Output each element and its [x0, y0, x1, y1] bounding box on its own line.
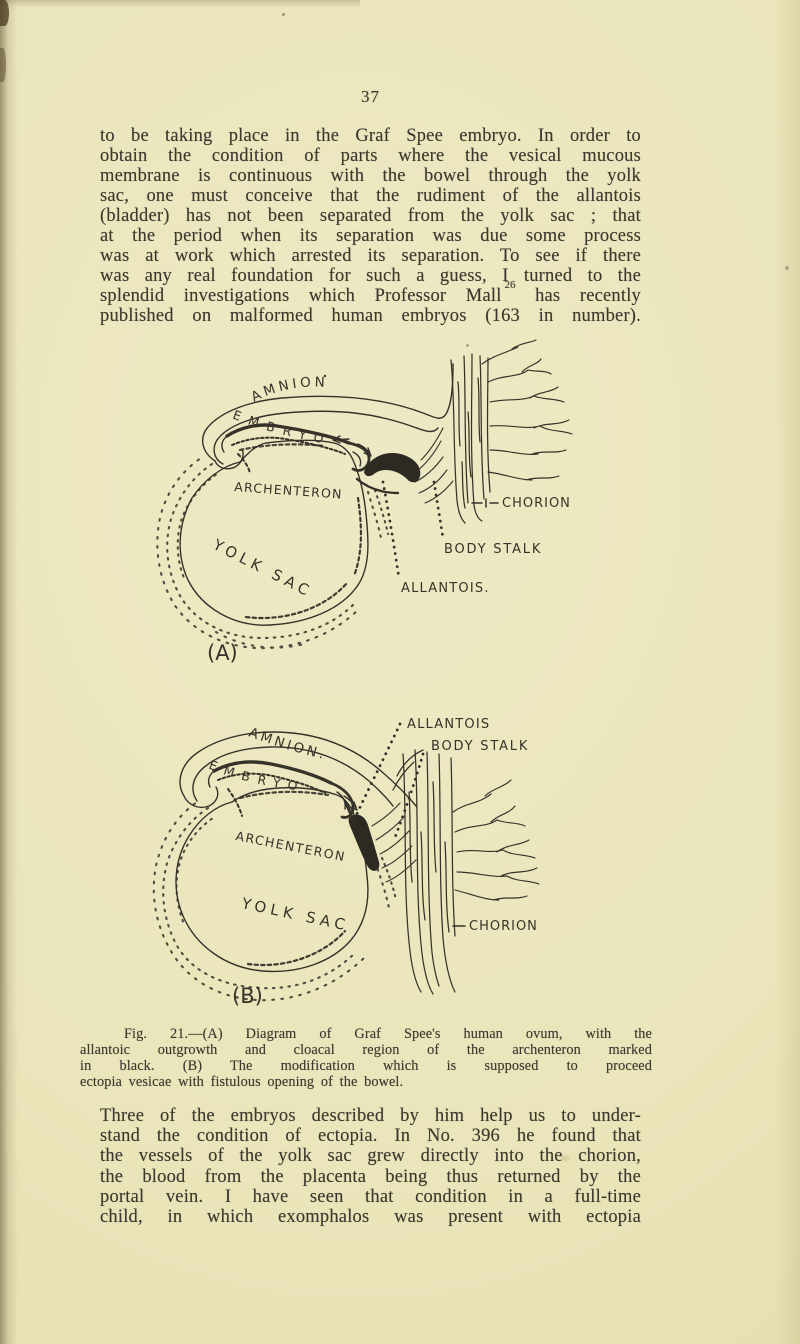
text-line: was at work which arrested its separatio… [100, 246, 641, 266]
label-allantois-a: ALLANTOIS. [401, 581, 490, 596]
figure-panel-a-drawing: AMNION EMBRYO ARCHENTERON YOLK SAC CHORI… [156, 339, 573, 665]
yolk-sac-stipple-a [156, 454, 390, 650]
paper-speck [466, 344, 469, 347]
text-line: child, in which exomphalos was present w… [100, 1206, 641, 1227]
scan-edge-shadow-right [774, 0, 800, 1344]
body-stalk-fibres-b [371, 802, 417, 883]
page-number: 37 [361, 87, 380, 106]
chorion-trunk-a [450, 353, 491, 524]
panel-tag-a: (A) [207, 641, 238, 665]
text-line: to be taking place in the Graf Spee embr… [100, 126, 641, 146]
paper-speck [282, 13, 285, 16]
text-line: the blood from the placenta being thus r… [100, 1166, 641, 1187]
label-amnion-a: AMNION [249, 374, 329, 405]
label-chorion-a: CHORION [502, 496, 571, 511]
leader-dots-a [381, 480, 445, 580]
yolk-sac-outline-a [179, 439, 369, 626]
body-stalk-fibres-a [414, 427, 454, 504]
text-line: published on malformed human embryos (16… [100, 306, 641, 326]
figure-caption: Fig. 21.—(A) Diagram of Graf Spee's huma… [80, 1026, 652, 1090]
paper-speck [785, 266, 789, 270]
scan-edge-shadow-top [0, 0, 360, 8]
paragraph-1: to be taking place in the Graf Spee embr… [100, 126, 641, 326]
yolk-sac-stipple-b [152, 798, 398, 1002]
text-line: at the period when its separation was du… [100, 226, 641, 246]
paper-stain [560, 1155, 570, 1161]
allantois-cloaca-black-b [344, 801, 380, 871]
text-line: Three of the embryos described by him he… [100, 1106, 641, 1126]
label-body-stalk-b: BODY STALK [431, 739, 529, 754]
text-before-ref: splendid investigations which Professor … [100, 286, 502, 306]
caption-line: allantoic outgrowth and cloacal region o… [80, 1042, 652, 1058]
ink-speck [323, 374, 327, 378]
label-chorion-b: CHORION [469, 919, 538, 934]
binding-blot [0, 0, 9, 26]
text-line: was any real foundation for such a guess… [100, 266, 641, 286]
paragraph-2: Three of the embryos described by him he… [100, 1106, 641, 1227]
text-line: sac, one must conceive that the rudiment… [100, 186, 641, 206]
embryo-axis-arrows-a [332, 435, 372, 457]
binding-blot [0, 48, 6, 82]
chorion-villi-a [481, 339, 573, 481]
panel-tag-b: (B) [232, 984, 263, 1008]
text-line-with-footnote: splendid investigations which Professor … [100, 279, 642, 306]
label-archenteron-a: ARCHENTERON [234, 479, 343, 502]
caption-line: Fig. 21.—(A) Diagram of Graf Spee's huma… [124, 1026, 652, 1042]
label-amnion-b: AMNION. [247, 725, 329, 764]
text-line: stand the condition of ectopia. In No. 3… [100, 1126, 641, 1147]
text-after-ref: has recently [535, 286, 642, 306]
leader-dots-b [352, 722, 425, 842]
amnion-membrane-b [179, 731, 418, 809]
text-line: (bladder) has not been separated from th… [100, 206, 641, 226]
text-line: the vessels of the yolk sac grew directl… [100, 1146, 641, 1167]
embryo-band-a [221, 423, 371, 474]
label-allantois-b: ALLANTOIS [407, 717, 490, 732]
embryo-axis-arrow-b [343, 795, 358, 811]
yolk-sac-outline-b [175, 786, 369, 973]
chorion-pointer-a [471, 498, 499, 508]
amnion-membrane-a [201, 363, 454, 470]
label-archenteron-b: ARCHENTERON [234, 828, 347, 864]
footnote-reference: 26 [504, 278, 516, 291]
caption-line: ectopia vesicae with fistulous opening o… [80, 1074, 404, 1090]
label-yolk-sac-b: YOLK SAC [239, 894, 351, 935]
allantois-cloaca-black-a [355, 452, 421, 495]
text-line: portal vein. I have seen that condition … [100, 1186, 641, 1207]
text-line: membrane is continuous with the bowel th… [100, 166, 641, 186]
label-yolk-sac-a: YOLK SAC [209, 535, 316, 601]
text-line: obtain the condition of parts where the … [100, 146, 641, 166]
figure-panel-b-drawing: ALLANTOIS BODY STALK AMNION. EMBRYO ARCH… [152, 717, 540, 1008]
caption-line: in black. (B) The modification which is … [80, 1058, 652, 1074]
chorion-villi-b [452, 779, 540, 901]
scan-edge-shadow-left [0, 0, 18, 1344]
chorion-trunk-b [392, 749, 456, 995]
label-body-stalk-a: BODY STALK [444, 542, 542, 557]
